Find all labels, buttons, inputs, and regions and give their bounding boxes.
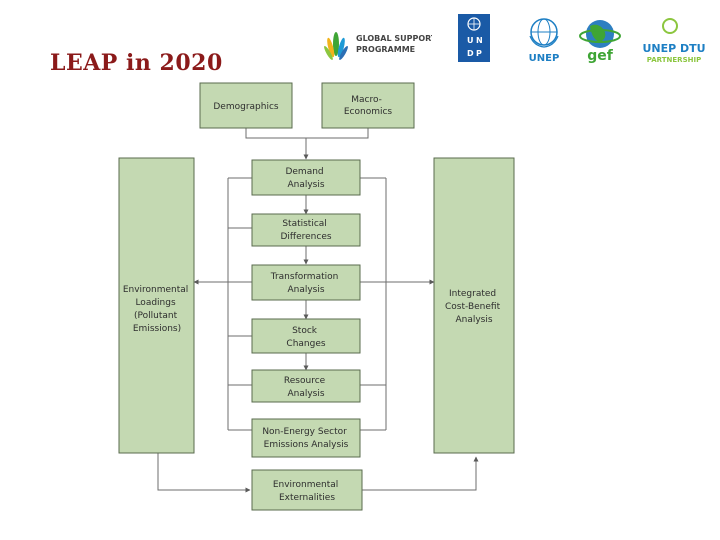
environmental-externalities-box: [251, 469, 363, 511]
gef-text: gef: [587, 48, 614, 64]
unep-logo: UNEP: [520, 14, 568, 64]
demand-analysis-box: [251, 159, 361, 196]
dtu-line1: UNEP DTU: [642, 42, 705, 55]
connector-demographics-down: [245, 128, 306, 139]
dtu-circle-icon: [662, 18, 678, 34]
cost-benefit-box: [433, 157, 515, 454]
unep-dtu-logo: UNEP DTU PARTNERSHIP: [630, 16, 720, 64]
undp-letter-d: D: [467, 49, 474, 58]
stock-changes-label: Stock Changes: [286, 326, 325, 349]
cost-benefit-label: Integrated Cost-Benefit Analysis: [445, 289, 503, 325]
un-emblem-icon: [467, 17, 481, 31]
undp-logo: U N D P: [458, 14, 490, 62]
dtu-line2: PARTNERSHIP: [647, 56, 701, 64]
gef-logo: gef: [578, 16, 622, 64]
resource-analysis-label: Resource Analysis: [284, 376, 328, 399]
global-support-programme-logo: GLOBAL SUPPORT PROGRAMME: [322, 25, 437, 63]
gsp-line1: GLOBAL SUPPORT: [356, 34, 432, 43]
gsp-emblem-icon: GLOBAL SUPPORT PROGRAMME: [324, 32, 437, 60]
connector-macro-down: [306, 128, 369, 139]
non-energy-emissions-label: Non-Energy Sector Emissions Analysis: [262, 427, 349, 450]
stock-changes-box: [251, 318, 361, 354]
demand-analysis-label: Demand Analysis: [285, 167, 326, 190]
arrow-env-loadings-to-externalities: [157, 453, 251, 493]
gef-globe-icon: [579, 20, 621, 48]
statistical-differences-label: Statistical Differences: [280, 219, 331, 242]
connectors: [157, 128, 479, 493]
undp-letter-p: P: [476, 49, 482, 58]
demographics-box: [199, 82, 293, 129]
arrow-externalities-to-cost-benefit: [362, 456, 479, 491]
environmental-externalities-label: Environmental Externalities: [273, 480, 341, 503]
undp-letter-n: N: [476, 36, 483, 45]
statistical-differences-box: [251, 213, 361, 247]
transformation-analysis-box: [251, 264, 361, 301]
macro-economics-box: [321, 82, 415, 129]
environmental-loadings-box: [118, 157, 195, 454]
macro-economics-label: Macro- Economics: [344, 95, 393, 117]
transformation-analysis-label: Transformation Analysis: [270, 272, 341, 295]
environmental-loadings-label: Environmental Loadings (Pollutant Emissi…: [123, 285, 191, 334]
resource-analysis-box: [251, 369, 361, 403]
slide-title: LEAP in 2020: [50, 50, 223, 76]
undp-letter-u: U: [467, 36, 474, 45]
demographics-label: Demographics: [213, 102, 279, 112]
unep-globe-icon: [529, 18, 559, 48]
non-energy-emissions-box: [251, 418, 361, 458]
unep-text: UNEP: [529, 53, 560, 64]
gsp-line2: PROGRAMME: [356, 45, 415, 54]
